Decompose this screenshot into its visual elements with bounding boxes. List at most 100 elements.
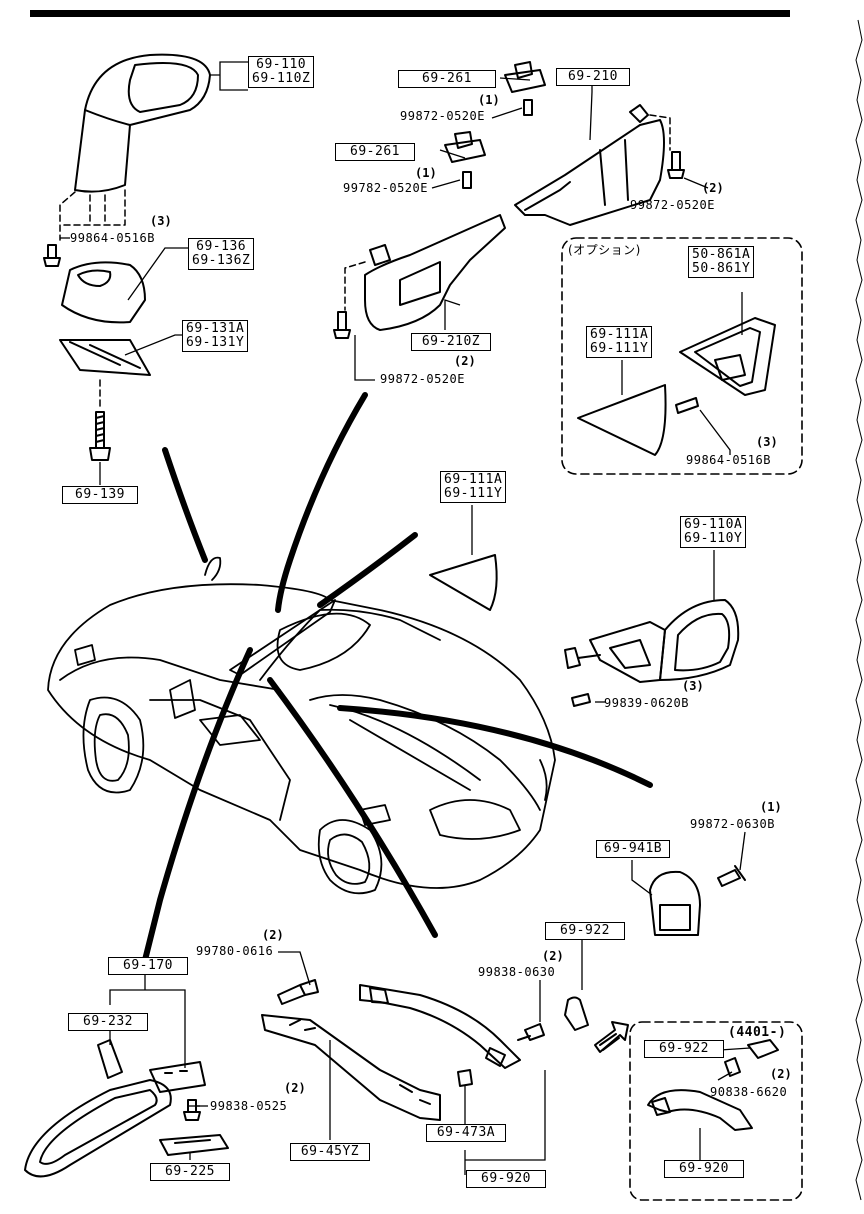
mirror-dash-link [59, 189, 126, 241]
label-line: 69-111A [444, 472, 503, 487]
screw-0516b-top-part [43, 244, 61, 267]
label-variant-cap: 69-922 [644, 1040, 724, 1058]
label-line: 69-110 [256, 57, 307, 72]
label-line: 69-111Y [590, 341, 649, 356]
label-line: 50-861Y [692, 261, 751, 276]
top-border-bar [30, 10, 790, 17]
bolt-0630-part [517, 1023, 545, 1041]
qty-0616: (2) [262, 928, 284, 942]
qty-0520e-a: (1) [478, 93, 500, 107]
label-line: 69-131Y [186, 335, 245, 350]
label-visor-left: 69-210Z [411, 333, 491, 351]
label-bolt-139: 69-139 [62, 486, 138, 504]
label-screw-0520e-b: 99782-0520E [343, 181, 428, 195]
label-screw-0516b-top: 99864-0516B [70, 231, 155, 245]
label-bolt-0630: 99838-0630 [478, 965, 556, 979]
hook-941b-part [649, 870, 701, 936]
label-door-mirror: 69-110A 69-110Y [680, 516, 747, 548]
car-body [47, 556, 556, 895]
qty-variant-screw: (2) [770, 1067, 792, 1081]
qty-0516b-top: (3) [150, 214, 172, 228]
label-visor-clip-2: 69-261 [335, 143, 415, 161]
label-screw-0520e-c: 99872-0520E [630, 198, 715, 212]
mirror-pad-part [97, 1039, 123, 1079]
label-bracket-45yz: 69-45YZ [290, 1143, 370, 1161]
option-glass-part [577, 384, 667, 456]
leader-lines [60, 61, 751, 1175]
label-screw-0620b: 99839-0620B [604, 696, 689, 710]
bolt-139-part [89, 411, 111, 461]
label-option-garnish: 50-861A 50-861Y [688, 246, 755, 278]
label-visor-right: 69-210 [556, 68, 630, 86]
label-option-screw: 99864-0516B [686, 453, 771, 467]
option-screw-part [675, 397, 699, 414]
label-screw-0520e-a: 99872-0520E [400, 109, 485, 123]
door-mirror-part [564, 599, 740, 683]
label-option-glass: 69-111A 69-111Y [586, 326, 653, 358]
label-line: 69-136 [196, 239, 247, 254]
option-title: (オプション) [568, 243, 641, 257]
label-line: 69-131A [186, 321, 245, 336]
label-line: 69-110Z [252, 71, 311, 86]
label-hook-941b: 69-941B [596, 840, 670, 858]
screw-0620b-part [571, 693, 591, 707]
qty-0630b: (1) [760, 800, 782, 814]
qty-0520e-b: (1) [415, 166, 437, 180]
visor-right-part [514, 104, 665, 226]
label-variant-grip: 69-920 [664, 1160, 744, 1178]
qty-0520e-c: (2) [702, 181, 724, 195]
qty-0525: (2) [284, 1081, 306, 1095]
label-inner-mirror: 69-170 [108, 957, 188, 975]
visor-right-screw [667, 151, 685, 179]
inner-mirror-part [24, 1061, 206, 1178]
label-mirror-cover: 69-136 69-136Z [188, 238, 255, 270]
screw-0630b-part [717, 865, 746, 887]
callout-strokes [142, 392, 653, 963]
visor-left-part [364, 214, 506, 331]
option-box-frame [561, 237, 803, 475]
mirror-clip-part [159, 1134, 229, 1156]
mirror-bracket-part [59, 339, 151, 376]
qty-0630: (2) [542, 949, 564, 963]
label-bolt-0616: 99780-0616 [196, 944, 274, 958]
variant-cap-part [747, 1039, 779, 1059]
grip-920-part [359, 984, 521, 1069]
visor-clip-2-part [444, 131, 486, 189]
label-screw-0630b: 99872-0630B [690, 817, 775, 831]
nut-473a-part [457, 1069, 473, 1087]
bracket-45yz-part [261, 1014, 441, 1121]
variant-arrow [594, 1021, 629, 1053]
label-screw-0520e-d: 99872-0520E [380, 372, 465, 386]
variant-title: (4401-) [728, 1025, 787, 1040]
screw-0525-part [183, 1099, 201, 1121]
handle-cap-922-part [564, 996, 589, 1031]
visor-clip-1-part [504, 61, 546, 116]
variant-screw-part [724, 1057, 741, 1077]
qty-option-screw: (3) [756, 435, 778, 449]
bolt-0616-part [277, 979, 319, 1005]
qty-0620b: (3) [682, 679, 704, 693]
label-mirror-clip: 69-225 [150, 1163, 230, 1181]
label-line: 69-110A [684, 517, 743, 532]
label-grip-920: 69-920 [466, 1170, 546, 1188]
label-handle-cap-922: 69-922 [545, 922, 625, 940]
mirror-outer-part [74, 53, 211, 193]
triangle-glass-part [429, 554, 498, 611]
option-garnish-part [679, 317, 776, 396]
label-line: 69-111A [590, 327, 649, 342]
page-edge [855, 19, 863, 1201]
variant-grip-part [647, 1089, 753, 1131]
label-triangle-glass: 69-111A 69-111Y [440, 471, 507, 503]
label-mirror-bracket: 69-131A 69-131Y [182, 320, 249, 352]
qty-0520e-d: (2) [454, 354, 476, 368]
label-mirror-pad: 69-232 [68, 1013, 148, 1031]
label-variant-screw: 90838-6620 [710, 1085, 788, 1099]
visor-left-screw [333, 311, 351, 339]
mirror-cover-part [61, 261, 146, 324]
label-nut-473a: 69-473A [426, 1124, 506, 1142]
label-screw-0525: 99838-0525 [210, 1099, 288, 1113]
label-line: 69-111Y [444, 486, 503, 501]
label-mirror-outer: 69-110 69-110Z [248, 56, 315, 88]
label-line: 69-110Y [684, 531, 743, 546]
